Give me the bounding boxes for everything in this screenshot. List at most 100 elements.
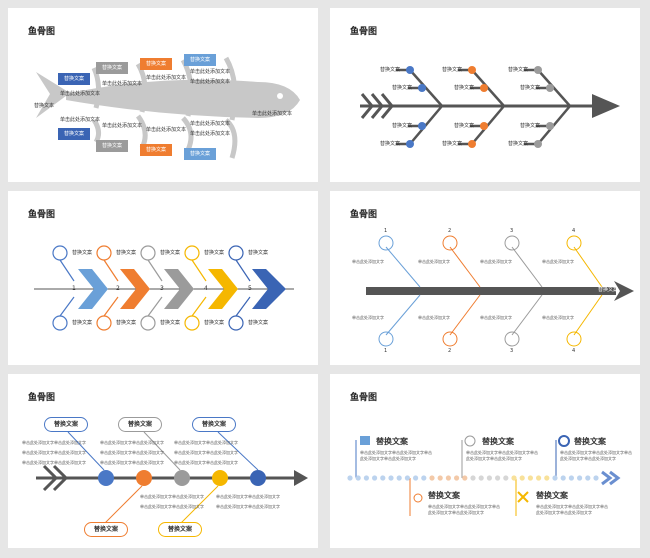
fish-label-box: 替换文案 bbox=[140, 58, 172, 70]
fish-text: 单击此处添加文本 bbox=[102, 123, 143, 129]
bone-label: 替换文案 bbox=[380, 141, 401, 147]
step-number: 2 bbox=[116, 285, 120, 292]
branch-item: 单击此处添加文字 bbox=[418, 259, 450, 264]
timeline-dot bbox=[388, 475, 394, 481]
timeline-dot bbox=[462, 475, 468, 481]
fish-label-box: 替换文案 bbox=[184, 148, 216, 160]
fish-label-box: 替换文案 bbox=[96, 62, 128, 74]
timeline-heading: 替换文案 bbox=[376, 437, 408, 446]
branch-item: 单击此处添加文字 bbox=[542, 315, 574, 320]
fish-text: 单击此处添加文本 bbox=[190, 69, 231, 75]
fish-head-label: 替换文案 bbox=[598, 287, 619, 293]
timeline-dot bbox=[593, 475, 599, 481]
fish-label-box: 替换文案 bbox=[140, 144, 172, 156]
chevron-label: 替换文案 bbox=[160, 250, 181, 256]
slide-title: 鱼骨图 bbox=[350, 27, 378, 37]
item-text: 单击此处添加文字单击此处添加文字 bbox=[22, 440, 86, 445]
timeline-dot bbox=[552, 475, 558, 481]
slide-5[interactable]: 鱼骨图 替换文案 替换文案 替换文案 替换文案 替换文案 单击此处添加文字单击此… bbox=[8, 374, 318, 548]
step-number: 5 bbox=[248, 285, 252, 292]
timeline-heading: 替换文案 bbox=[428, 491, 460, 500]
category-pill: 替换文案 bbox=[158, 522, 202, 537]
bone-label: 替换文案 bbox=[454, 123, 475, 129]
category-pill: 替换文案 bbox=[44, 417, 88, 432]
timeline-heading: 替换文案 bbox=[574, 437, 606, 446]
timeline-body: 单击此处添加文字单击此处添加文字单击此处添加文字单击此处添加文字 bbox=[466, 450, 538, 461]
item-text: 单击此处添加文字单击此处添加文字 bbox=[174, 440, 238, 445]
timeline-dot bbox=[519, 475, 525, 481]
category-pill: 替换文案 bbox=[192, 417, 236, 432]
slide-2[interactable]: 鱼骨图 替换文案 替换文案 替换文 bbox=[330, 8, 640, 182]
step-number: 1 bbox=[72, 285, 76, 292]
timeline-dot bbox=[429, 475, 435, 481]
timeline-dot bbox=[511, 475, 517, 481]
branch-item: 单击此处添加文字 bbox=[352, 259, 384, 264]
slide-4[interactable]: 鱼骨图 1 2 3 4 1 2 3 4 单击此处添加文字 单击此处添加文字 单击… bbox=[330, 191, 640, 365]
timeline-dot bbox=[560, 475, 566, 481]
bone-label: 替换文案 bbox=[508, 67, 529, 73]
timeline-dot bbox=[585, 475, 591, 481]
fish-text: 替换文本 bbox=[34, 103, 55, 109]
item-text: 单击此处添加文字单击此处添加文字 bbox=[100, 450, 164, 455]
timeline-heading: 替换文案 bbox=[536, 491, 568, 500]
timeline-dot bbox=[568, 475, 574, 481]
bone-label: 替换文案 bbox=[520, 123, 541, 129]
step-number: 4 bbox=[204, 285, 208, 292]
timeline-dot bbox=[404, 475, 410, 481]
timeline-dot bbox=[347, 475, 353, 481]
fish-text: 单击此处添加文本 bbox=[146, 127, 187, 133]
timeline-dot bbox=[454, 475, 460, 481]
fish-text: 单击此处添加文本 bbox=[146, 75, 187, 81]
fish-text: 单击此处添加文本 bbox=[60, 117, 101, 123]
slide-1[interactable]: 鱼骨图 替换文案 替换文案 替换文案 替换文案 替换文案 替换文案 替换文案 替… bbox=[8, 8, 318, 182]
chevron-fishbone bbox=[34, 245, 294, 331]
slide-title: 鱼骨图 bbox=[350, 210, 378, 220]
fish-text: 单击此处添加文本 bbox=[190, 79, 231, 85]
fish-label-box: 替换文案 bbox=[184, 54, 216, 66]
fish-text: 单击此处添加文本 bbox=[190, 121, 231, 127]
timeline-dot bbox=[544, 475, 550, 481]
branch-number: 1 bbox=[384, 228, 388, 234]
icon-fishbone bbox=[36, 431, 308, 525]
branch-number: 1 bbox=[384, 348, 388, 354]
chevron-label: 替换文案 bbox=[204, 250, 225, 256]
branch-item: 单击此处添加文字 bbox=[418, 315, 450, 320]
timeline-body: 单击此处添加文字单击此处添加文字单击此处添加文字单击此处添加文字 bbox=[360, 450, 432, 461]
chevron-label: 替换文案 bbox=[248, 320, 269, 326]
item-text: 单击此处添加文字单击此处添加文字 bbox=[22, 450, 86, 455]
slide-title: 鱼骨图 bbox=[350, 393, 378, 403]
slide-3[interactable]: 鱼骨图 替换文案 替换文案 替换文案 替换文案 替换文案 替换文案 替换文案 替… bbox=[8, 191, 318, 365]
timeline-dot bbox=[421, 475, 427, 481]
branch-number: 3 bbox=[510, 348, 514, 354]
line-fishbone bbox=[366, 235, 634, 347]
bone-label: 替换文案 bbox=[520, 85, 541, 91]
chevron-label: 替换文案 bbox=[116, 250, 137, 256]
timeline-body: 单击此处添加文字单击此处添加文字单击此处添加文字单击此处添加文字 bbox=[560, 450, 632, 461]
timeline-dot bbox=[470, 475, 476, 481]
chevron-label: 替换文案 bbox=[160, 320, 181, 326]
category-pill: 替换文案 bbox=[84, 522, 128, 537]
fish-label-box: 替换文案 bbox=[58, 128, 90, 140]
timeline-body: 单击此处添加文字单击此处添加文字单击此处添加文字单击此处添加文字 bbox=[536, 504, 608, 515]
slide-6[interactable]: 鱼骨图 替换文案 替换文案 替换文案 替换文案 替换文案 单击此处添加文字单击此… bbox=[330, 374, 640, 548]
timeline-dot bbox=[486, 475, 492, 481]
item-text: 单击此处添加文字单击此处添加文字 bbox=[140, 494, 204, 499]
timeline-dot bbox=[503, 475, 509, 481]
timeline-dot bbox=[396, 475, 402, 481]
slide-title: 鱼骨图 bbox=[28, 393, 56, 403]
timeline-dot bbox=[372, 475, 378, 481]
timeline-dot bbox=[363, 475, 369, 481]
branch-number: 4 bbox=[572, 228, 576, 234]
timeline-dot bbox=[495, 475, 501, 481]
chevron-label: 替换文案 bbox=[204, 320, 225, 326]
chevron-label: 替换文案 bbox=[72, 250, 93, 256]
timeline-dot bbox=[577, 475, 583, 481]
bone-label: 替换文案 bbox=[380, 67, 401, 73]
item-text: 单击此处添加文字单击此处添加文字 bbox=[140, 504, 204, 509]
branch-number: 2 bbox=[448, 348, 452, 354]
bone-label: 替换文案 bbox=[392, 123, 413, 129]
item-text: 单击此处添加文字单击此处添加文字 bbox=[100, 460, 164, 465]
bone-label: 替换文案 bbox=[508, 141, 529, 147]
timeline-body: 单击此处添加文字单击此处添加文字单击此处添加文字单击此处添加文字 bbox=[428, 504, 500, 515]
branch-item: 单击此处添加文字 bbox=[352, 315, 384, 320]
